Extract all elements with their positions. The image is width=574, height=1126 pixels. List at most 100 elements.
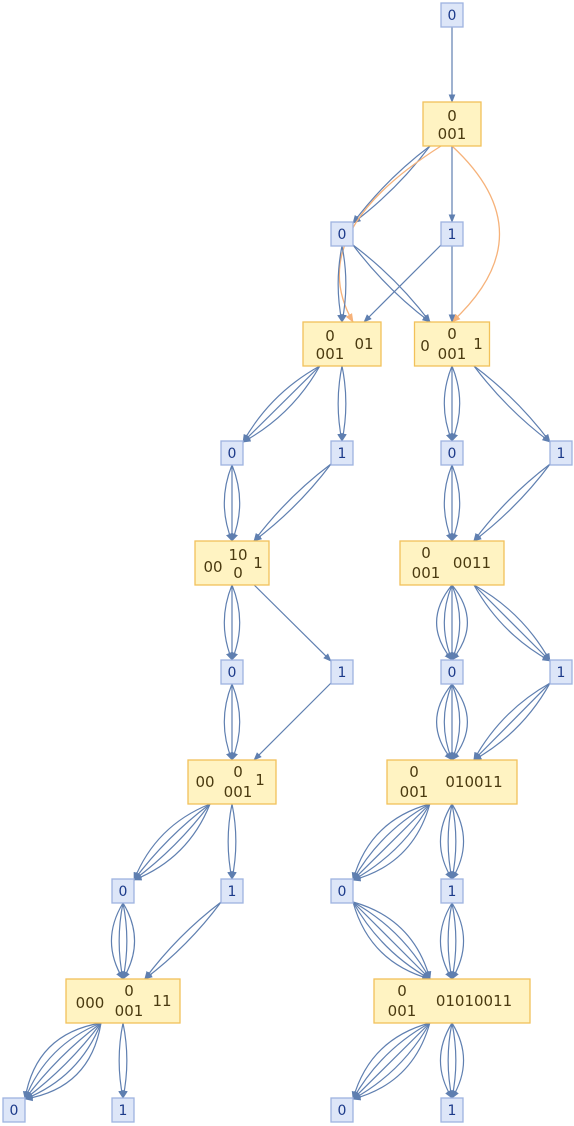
symbol-box (220, 878, 244, 904)
symbol-node: 0 (440, 440, 464, 466)
edge-n23-n27 (439, 1022, 453, 1099)
edge-n11-n15 (473, 584, 551, 662)
symbol-box (549, 440, 573, 466)
state-label: 001 (438, 345, 467, 363)
symbol-label: 0 (10, 1103, 19, 1119)
state-box (399, 540, 505, 586)
edge-n6-n10 (231, 464, 241, 542)
state-label: 0 (421, 544, 431, 562)
edge-n6-n10 (223, 464, 233, 542)
symbol-box (111, 1097, 135, 1123)
state-box (422, 101, 482, 147)
state-label: 0 (409, 763, 419, 781)
edge-n9-n11 (473, 463, 551, 542)
symbol-node: 1 (330, 440, 354, 466)
symbol-label: 0 (448, 8, 457, 24)
edge-n20-n23 (352, 901, 431, 980)
edge-n21-n23 (447, 902, 454, 980)
edge-n5-n8 (451, 365, 461, 442)
symbol-box (440, 2, 464, 28)
edge-n3-n4 (363, 244, 442, 323)
symbol-box (330, 440, 354, 466)
symbol-label: 1 (119, 1103, 128, 1119)
state-label: 0 (397, 982, 407, 1000)
edge-n17-n20 (352, 803, 431, 881)
edge-n18-n22 (110, 902, 124, 980)
edge-n20-n23 (352, 901, 431, 980)
edge-n7-n10 (253, 463, 332, 542)
symbol-label: 1 (557, 446, 566, 462)
symbol-label: 0 (119, 884, 128, 900)
symbol-node: 0 (440, 659, 464, 685)
edge-n21-n23 (450, 902, 457, 980)
symbol-box (330, 659, 354, 685)
edge-n17-n20 (352, 803, 431, 881)
edge-n17-n20 (352, 803, 431, 882)
state-label: 10 (228, 546, 247, 564)
symbol-box (549, 659, 573, 685)
state-label: 1 (253, 554, 263, 572)
symbol-box (440, 221, 464, 247)
edge-n16-n18 (133, 803, 211, 881)
state-label: 001 (115, 1002, 144, 1020)
symbol-label: 1 (448, 1103, 457, 1119)
symbol-label: 1 (448, 884, 457, 900)
edge-n11-n14 (443, 584, 453, 661)
state-box (194, 540, 270, 586)
symbol-box (330, 1097, 354, 1123)
edge-n20-n23 (352, 901, 431, 980)
edge-n16-n18 (133, 803, 211, 881)
edge-n23-n26 (352, 1022, 431, 1100)
symbol-node: 0 (220, 659, 244, 685)
edge-n12-n16 (231, 683, 241, 761)
state-label: 0 (447, 107, 457, 125)
edge-n18-n22 (121, 902, 128, 980)
edge-n14-n17 (436, 683, 453, 761)
edge-n1-n5 (451, 145, 501, 323)
edge-n4-n7 (340, 365, 347, 442)
edge-n2-n5 (352, 244, 431, 323)
edge-n16-n18 (133, 803, 211, 881)
state-label: 001 (400, 783, 429, 801)
edge-n8-n11 (443, 464, 453, 542)
symbol-node: 0 (440, 2, 464, 28)
state-label: 0 (420, 337, 430, 355)
symbol-box (440, 659, 464, 685)
symbol-node: 1 (440, 1097, 464, 1123)
edge-n2-n4 (337, 245, 344, 323)
edge-n11-n14 (436, 584, 453, 661)
symbol-node: 1 (220, 878, 244, 904)
edge-n20-n23 (352, 901, 432, 980)
edge-n4-n6 (242, 365, 321, 443)
symbol-label: 0 (448, 665, 457, 681)
state-label: 0011 (453, 554, 491, 572)
state-box (65, 978, 181, 1024)
edge-n10-n13 (253, 584, 332, 662)
edge-n23-n26 (351, 1022, 430, 1100)
symbol-node: 1 (330, 659, 354, 685)
edge-n11-n15 (473, 584, 551, 662)
state-label: 01 (354, 335, 373, 353)
edge-n23-n27 (447, 1022, 454, 1099)
edge-n5-n8 (443, 365, 453, 442)
symbol-box (330, 221, 354, 247)
state-box (187, 759, 277, 805)
state-label: 001 (438, 125, 467, 143)
state-label: 010011 (445, 773, 502, 791)
symbol-node: 0 (330, 1097, 354, 1123)
symbol-label: 0 (338, 1103, 347, 1119)
edge-n7-n10 (253, 463, 332, 542)
edge-n15-n17 (473, 682, 551, 761)
state-label: 0 (325, 327, 335, 345)
edge-n22-n25 (121, 1022, 128, 1099)
symbol-node: 1 (440, 221, 464, 247)
symbol-label: 1 (338, 665, 347, 681)
edge-n22-n24 (24, 1022, 102, 1102)
symbol-node: 1 (440, 878, 464, 904)
edge-n2-n5 (352, 244, 431, 323)
